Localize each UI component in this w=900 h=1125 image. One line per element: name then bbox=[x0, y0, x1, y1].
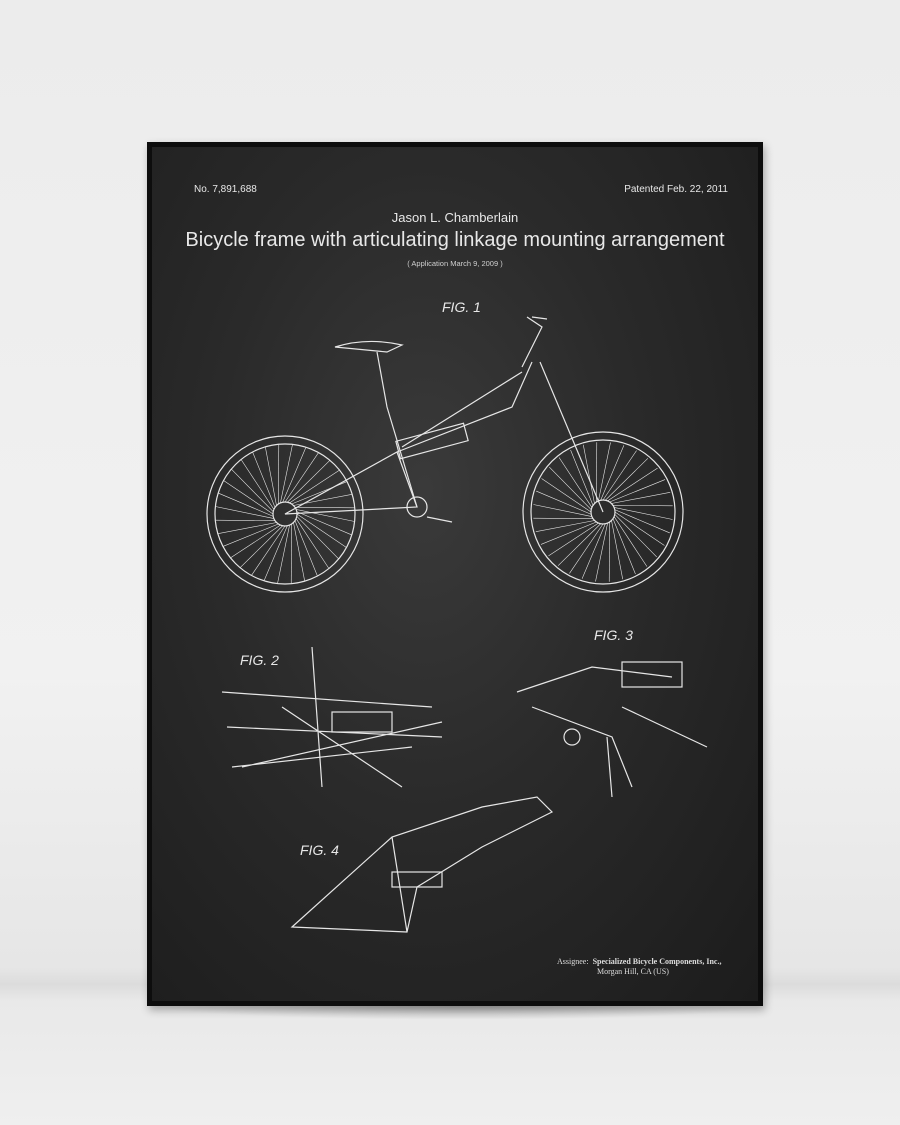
wheel-spoke bbox=[582, 444, 595, 504]
wheel-spoke bbox=[595, 523, 608, 582]
wheel-spoke bbox=[289, 469, 340, 504]
rear-wheel bbox=[206, 435, 364, 593]
wheel-spoke bbox=[294, 520, 318, 577]
wheel-spoke bbox=[536, 490, 592, 515]
wheel-spoke bbox=[293, 522, 306, 582]
wheel-spoke bbox=[612, 518, 636, 575]
wheel-spoke bbox=[218, 492, 274, 517]
wheel-spoke bbox=[613, 516, 648, 567]
wheel-spoke bbox=[558, 457, 593, 508]
assignee-location: Morgan Hill, CA (US) bbox=[597, 967, 669, 976]
fig4-sketch bbox=[290, 796, 554, 933]
wheel-spoke bbox=[296, 509, 355, 522]
fig-3-label: FIG. 3 bbox=[594, 627, 633, 643]
wheel-spoke bbox=[280, 444, 293, 503]
wheel-spoke bbox=[296, 513, 347, 548]
wheel-spoke bbox=[215, 506, 274, 519]
patent-number: No. 7,891,688 bbox=[194, 184, 257, 195]
wheel-spoke bbox=[614, 514, 657, 558]
wheel-spoke bbox=[264, 446, 277, 506]
wheel-spoke bbox=[240, 459, 275, 510]
fig-1-label: FIG. 1 bbox=[442, 299, 481, 315]
wheel-spoke bbox=[296, 511, 352, 536]
wheel-spoke bbox=[611, 520, 624, 580]
wheel-spoke bbox=[581, 523, 606, 579]
wheel-spoke bbox=[252, 451, 276, 508]
wheel-spoke bbox=[614, 511, 665, 546]
wheel-spoke bbox=[614, 509, 670, 534]
wheel-spoke bbox=[277, 525, 290, 584]
front-wheel bbox=[522, 431, 684, 593]
assignee-block: Assignee: Specialized Bicycle Components… bbox=[557, 957, 721, 977]
wheel-spoke bbox=[570, 449, 594, 506]
poster-frame: No. 7,891,688 Patented Feb. 22, 2011 Jas… bbox=[147, 142, 763, 1006]
fig3-sketch bbox=[516, 661, 708, 798]
inventor-name: Jason L. Chamberlain bbox=[391, 210, 519, 225]
wheel-spoke bbox=[557, 523, 601, 566]
wheel-spoke bbox=[614, 507, 673, 520]
wheel-spoke bbox=[287, 460, 331, 503]
wheel-spoke bbox=[217, 522, 277, 535]
wheel-spoke bbox=[231, 468, 274, 512]
wheel-spoke bbox=[251, 525, 286, 576]
wheel-spoke bbox=[533, 504, 592, 517]
assignee-label: Assignee: bbox=[557, 957, 589, 966]
wheel-spoke bbox=[548, 522, 599, 557]
wheel-spoke bbox=[239, 525, 283, 568]
wheel-spoke bbox=[284, 452, 319, 503]
patent-title: Bicycle frame with articulating linkage … bbox=[185, 229, 725, 251]
wheel-spoke bbox=[222, 523, 279, 547]
fig2-sketch bbox=[221, 646, 443, 788]
bike-frame bbox=[284, 316, 604, 523]
assignee-name: Specialized Bicycle Components, Inc., bbox=[592, 957, 722, 966]
bicycle-drawing bbox=[206, 316, 708, 933]
patented-date: Patented Feb. 22, 2011 bbox=[624, 184, 728, 195]
wheel-spoke bbox=[598, 442, 611, 501]
patent-poster: No. 7,891,688 Patented Feb. 22, 2011 Jas… bbox=[152, 147, 758, 1001]
wheel-spoke bbox=[602, 450, 637, 501]
wheel-spoke bbox=[549, 466, 592, 510]
wheel-spoke bbox=[541, 478, 592, 513]
application-date: ( Application March 9, 2009 ) bbox=[407, 259, 503, 268]
wheel-spoke bbox=[569, 523, 604, 574]
wheel-spoke bbox=[540, 521, 597, 545]
wheel-spoke bbox=[600, 445, 625, 501]
wheel-spoke bbox=[296, 516, 339, 560]
wheel-spoke bbox=[607, 467, 658, 502]
wheel-spoke bbox=[295, 518, 330, 569]
wheel-spoke bbox=[605, 458, 649, 501]
wheel-spoke bbox=[263, 525, 288, 581]
wheel-spoke bbox=[609, 479, 666, 503]
wheel-spoke bbox=[282, 447, 307, 503]
wheel-spoke bbox=[223, 480, 274, 515]
fig-2-label: FIG. 2 bbox=[240, 652, 279, 668]
wheel-spoke bbox=[611, 491, 671, 504]
fig-4-label: FIG. 4 bbox=[300, 842, 339, 858]
wheel-spoke bbox=[535, 520, 595, 533]
wheel-spoke bbox=[230, 524, 281, 559]
